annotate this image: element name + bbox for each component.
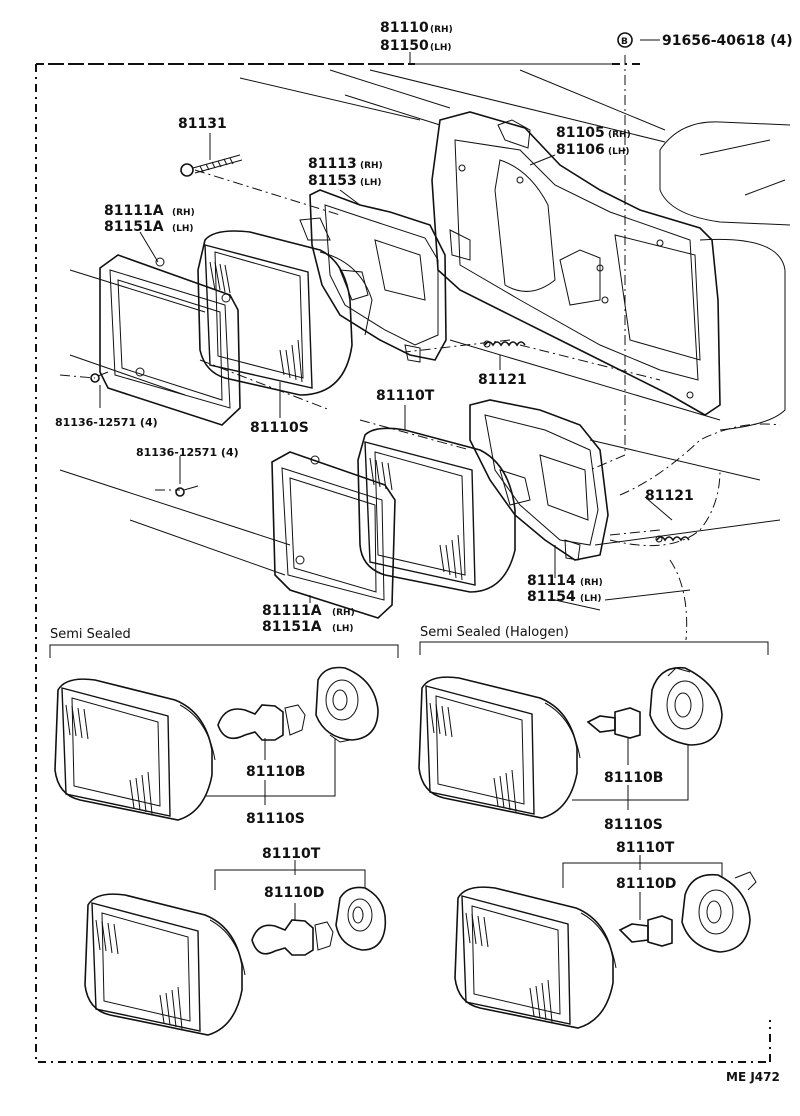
- section-semi-sealed-halogen: Semi Sealed (Halogen): [419, 625, 769, 655]
- label-81151a-top-lh: (LH): [172, 224, 194, 234]
- label-81150-lh: (LH): [430, 43, 452, 53]
- label-81153-lh: (LH): [360, 178, 382, 188]
- left-bulb-d-bottom: [251, 919, 334, 956]
- label-81131: 81131: [178, 116, 227, 132]
- lower-sealed-beam: [357, 427, 531, 593]
- right-label-81110s: 81110S: [604, 817, 663, 833]
- frame-border-left-bottom: [35, 63, 770, 1063]
- left-label-81110t: 81110T: [262, 846, 321, 862]
- left-socket-bottom: [335, 886, 387, 951]
- label-81150: 81150: [380, 38, 429, 54]
- right-bulb-d-bottom: [618, 915, 673, 947]
- label-81154: 81154: [527, 589, 576, 605]
- label-81110t-top: 81110T: [376, 388, 435, 404]
- label-81106-lh: (LH): [608, 147, 630, 157]
- label-81113: 81113: [308, 156, 357, 172]
- vehicle-body-outline: [609, 121, 791, 641]
- label-81111a-top: 81111A: [104, 203, 164, 219]
- label-81151a-bottom-lh: (LH): [332, 624, 354, 634]
- left-label-81110b: 81110B: [246, 764, 305, 780]
- label-81121-lower: 81121: [645, 488, 694, 504]
- upper-sealed-beam: [197, 230, 373, 396]
- bolt-symbol-letter: B: [621, 37, 628, 47]
- label-81110s-top: 81110S: [250, 420, 309, 436]
- section-title-semi-sealed: Semi Sealed: [50, 627, 131, 642]
- label-81110-rh: (RH): [430, 25, 453, 35]
- spring-81121-lower: [655, 535, 690, 543]
- label-81153: 81153: [308, 173, 357, 189]
- lower-retaining-ring: [271, 451, 396, 619]
- label-81110: 81110: [380, 20, 429, 36]
- right-sealed-lamp-bottom: [454, 886, 617, 1029]
- right-socket-top: [649, 666, 723, 746]
- label-81151a-bottom: 81151A: [262, 619, 322, 635]
- label-81113-rh: (RH): [360, 161, 383, 171]
- left-sealed-lamp-bottom: [84, 893, 246, 1036]
- upper-retaining-ring: [99, 254, 241, 426]
- left-bottom-leaders: [214, 860, 366, 920]
- label-81136-upper: 81136-12571 (4): [55, 416, 158, 429]
- screw-81136-lower: [175, 485, 199, 497]
- label-81111a-bottom-rh: (RH): [332, 608, 355, 618]
- label-bolt-code: 91656-40618 (4): [662, 33, 793, 49]
- spring-81121-upper: [483, 340, 526, 348]
- upper-lamp-housing: [299, 189, 447, 363]
- perspective-lines: [59, 69, 781, 611]
- bolt-symbol: B: [617, 32, 633, 48]
- right-top-leaders: [572, 738, 689, 810]
- label-81114-rh: (RH): [580, 578, 603, 588]
- section-semi-sealed: Semi Sealed: [49, 627, 399, 658]
- right-bottom-leaders: [562, 855, 723, 920]
- left-label-81110s: 81110S: [246, 811, 305, 827]
- left-top-leaders: [205, 738, 336, 805]
- right-label-81110b: 81110B: [604, 770, 663, 786]
- label-81105: 81105: [556, 125, 605, 141]
- label-81111a-bottom: 81111A: [262, 603, 322, 619]
- label-81136-lower: 81136-12571 (4): [136, 446, 239, 459]
- label-81154-lh: (LH): [580, 594, 602, 604]
- left-socket-top: [315, 666, 379, 743]
- adjusting-screw-81131: [180, 154, 243, 177]
- section-title-semi-sealed-halogen: Semi Sealed (Halogen): [420, 625, 569, 640]
- right-sealed-lamp-top: [418, 676, 581, 819]
- right-label-81110d: 81110D: [616, 876, 676, 892]
- right-bulb-b-top: [586, 707, 641, 739]
- right-socket-bottom: [681, 871, 757, 953]
- left-sealed-lamp-top: [54, 678, 216, 821]
- label-leaders: [99, 39, 673, 603]
- screw-81136-upper: [90, 371, 109, 383]
- left-label-81110d: 81110D: [264, 885, 324, 901]
- diagram-code: ME J472: [726, 1070, 780, 1084]
- label-81111a-top-rh: (RH): [172, 208, 195, 218]
- headlamp-mounting-bracket: [431, 111, 721, 416]
- label-81114: 81114: [527, 573, 576, 589]
- label-81105-rh: (RH): [608, 130, 631, 140]
- left-bulb-b-top: [217, 704, 306, 741]
- exploded-view-labels: 81110 (RH) 81150 (LH) 91656-40618 (4) 81…: [55, 20, 793, 635]
- frame-border: [35, 63, 415, 72]
- label-81121-upper: 81121: [478, 372, 527, 388]
- label-81151a-top: 81151A: [104, 219, 164, 235]
- label-81106: 81106: [556, 142, 605, 158]
- right-label-81110t: 81110T: [616, 840, 675, 856]
- lower-lamp-housing: [469, 399, 609, 561]
